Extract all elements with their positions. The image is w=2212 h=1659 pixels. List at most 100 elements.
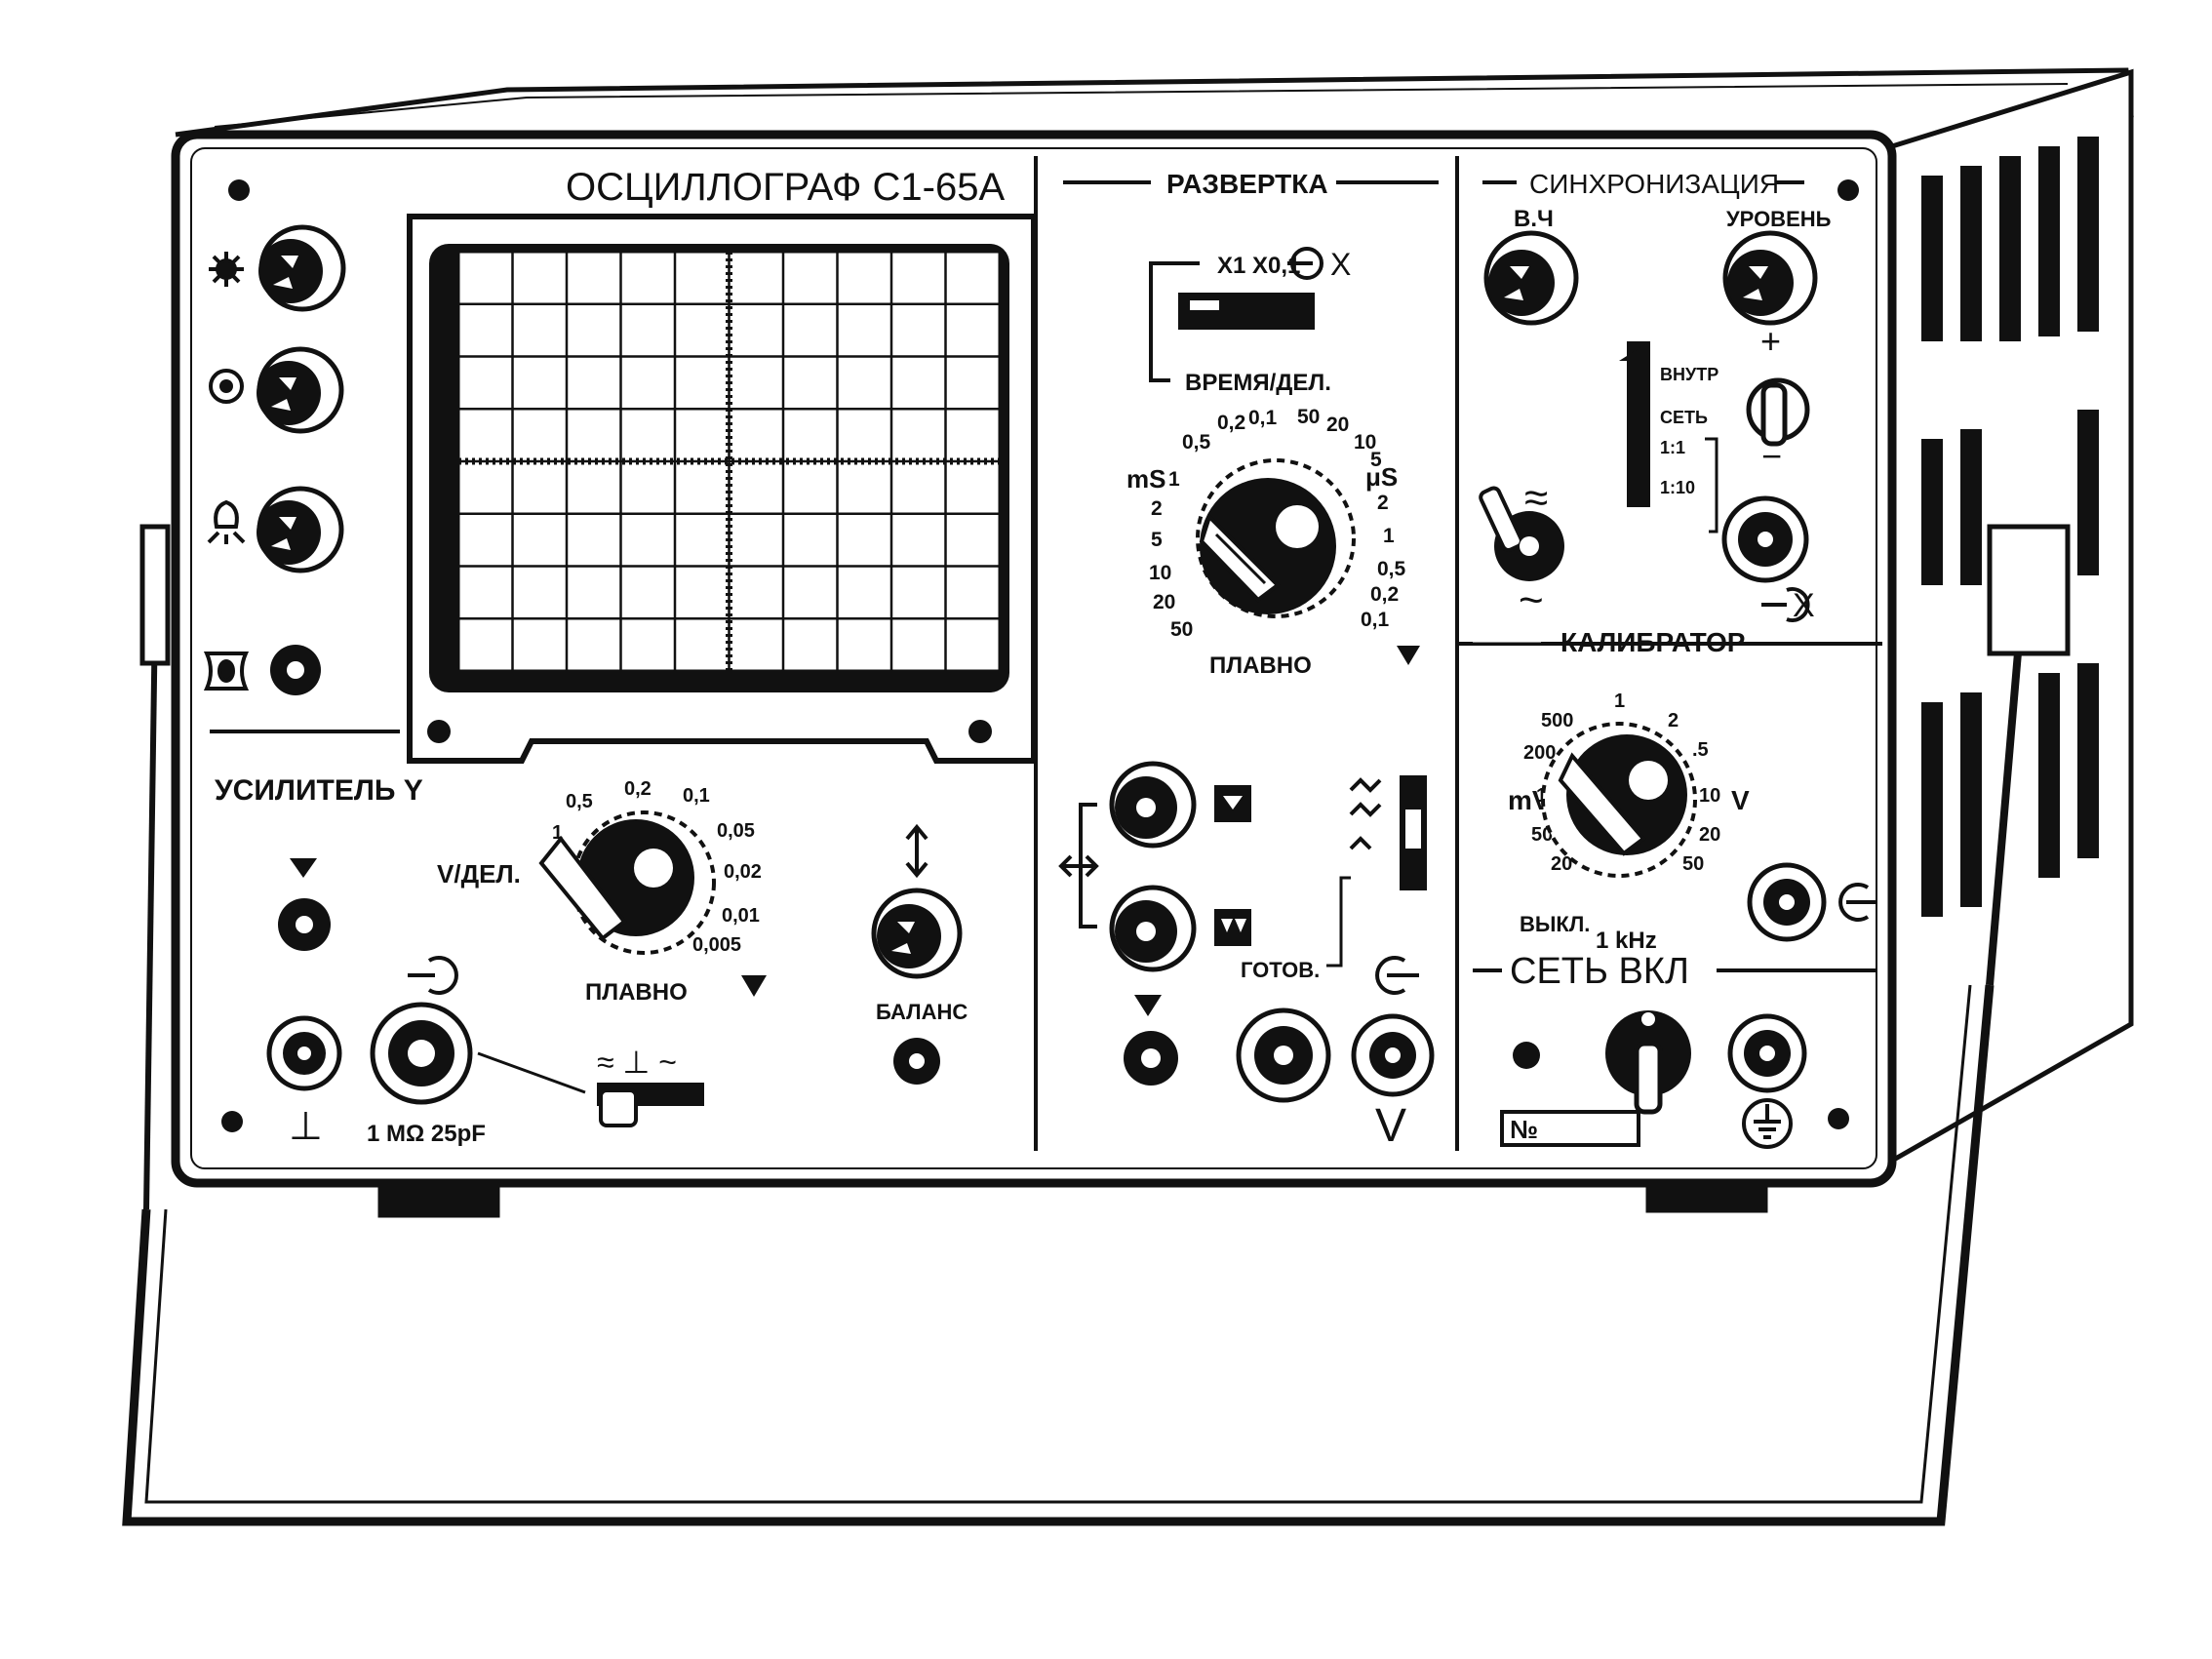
mains-section-title: СЕТЬ ВКЛ [1510, 951, 1689, 992]
sweep-output-label: V [1375, 1100, 1406, 1152]
jack-sweep-output[interactable] [1351, 1013, 1435, 1097]
svg-text:5: 5 [1151, 529, 1163, 551]
knob-sync-hf[interactable] [1483, 230, 1579, 326]
sweep-multiplier-switch[interactable] [1178, 293, 1315, 330]
sync-hf-label: В.Ч [1514, 206, 1554, 232]
time-div-knob[interactable] [1196, 458, 1356, 618]
sweep-mode-symbols [1349, 777, 1382, 850]
calibrator-knob[interactable] [1541, 722, 1697, 878]
time-div-label: ВРЕМЯ/ДЕЛ. [1185, 370, 1331, 396]
knob-focus[interactable] [257, 346, 344, 434]
arrow-down-double-indicator [1214, 909, 1251, 946]
time-unit-us: μS [1365, 462, 1398, 492]
svg-text:50: 50 [1682, 853, 1704, 875]
focus-icon [209, 369, 244, 404]
astigmatism-icon [203, 652, 250, 691]
panel-title: ОСЦИЛЛОГРАФ С1-65А [566, 166, 1005, 209]
y-ground-symbol: ⊥ [289, 1105, 323, 1148]
ground-icon [1742, 1098, 1793, 1149]
illumination-icon [207, 499, 246, 544]
svg-text:0,01: 0,01 [722, 905, 760, 927]
power-toggle[interactable] [1605, 1010, 1691, 1115]
cal-freq-label: 1 kHz [1596, 928, 1657, 954]
svg-text:0,1: 0,1 [1248, 407, 1278, 429]
svg-text:10: 10 [1149, 562, 1171, 584]
jack-sync-ext[interactable] [1721, 495, 1809, 583]
svg-text:.5: .5 [1692, 739, 1709, 761]
brightness-icon [209, 252, 244, 287]
handle-hinge-left [139, 524, 171, 666]
amp-fine-label: ПЛАВНО [585, 979, 688, 1006]
sweep-section-title: РАЗВЕРТКА [1166, 169, 1328, 199]
ready-label: ГОТОВ. [1241, 958, 1320, 982]
sync-ext-input-icon [1761, 587, 1810, 622]
svg-text:0,1: 0,1 [683, 785, 710, 807]
svg-text:20: 20 [1551, 853, 1572, 875]
balance-label: БАЛАНС [876, 1000, 968, 1024]
sync-plus-label: + [1760, 321, 1781, 361]
input-coupling-switch[interactable] [597, 1083, 704, 1127]
jack-calibrator-out[interactable] [1747, 862, 1827, 942]
sync-source-switch[interactable] [1619, 341, 1650, 507]
cal-off-label: ВЫКЛ. [1520, 912, 1590, 936]
svg-text:1:10: 1:10 [1660, 478, 1695, 497]
sweep-stab-marker [1134, 995, 1162, 1016]
svg-text:2: 2 [1668, 710, 1679, 731]
sync-coupling-toggle[interactable] [1479, 486, 1564, 581]
svg-text:0,5: 0,5 [566, 791, 593, 812]
svg-text:500: 500 [1541, 710, 1573, 731]
svg-text:2: 2 [1377, 492, 1389, 514]
sweep-mode-switch[interactable] [1400, 775, 1427, 890]
svg-text:0,005: 0,005 [692, 934, 741, 956]
jack-ground[interactable] [1727, 1013, 1807, 1093]
svg-text:СЕТЬ: СЕТЬ [1660, 408, 1708, 427]
jack-y-input[interactable] [370, 1002, 473, 1105]
svg-text:20: 20 [1153, 591, 1175, 613]
knob-balance[interactable] [893, 1038, 940, 1085]
knob-astigmatism[interactable] [270, 645, 321, 695]
time-unit-ms: mS [1126, 464, 1165, 494]
side-vents [1921, 137, 2099, 917]
jack-y-ground[interactable] [266, 1015, 342, 1091]
sweep-ext-x-label: X [1330, 247, 1351, 282]
knob-brightness[interactable] [258, 224, 346, 312]
svg-text:10: 10 [1354, 431, 1376, 454]
sync-section-title: СИНХРОНИЗАЦИЯ [1529, 169, 1779, 199]
left-controls [203, 252, 250, 691]
knob-x-position-fine[interactable] [1109, 885, 1197, 972]
knob-y-position[interactable] [871, 888, 963, 979]
serial-number-label: № [1510, 1115, 1538, 1144]
jack-sweep-gate[interactable] [1236, 1007, 1331, 1103]
serial-number-plate [1500, 1110, 1640, 1147]
svg-text:50: 50 [1170, 618, 1193, 641]
svg-text:20: 20 [1326, 414, 1349, 436]
sweep-position-bracket [1058, 803, 1099, 928]
knob-illumination[interactable] [257, 486, 344, 573]
vdiv-scale: 1 0,5 0,2 0,1 0,05 0,02 0,01 0,005 [552, 778, 762, 956]
input-icon [408, 956, 458, 995]
knob-y-stability[interactable] [278, 898, 331, 951]
trigger-out-icon [1375, 956, 1419, 995]
y-position-arrow-icon [905, 823, 928, 879]
input-spec-label: 1 MΩ 25pF [367, 1121, 486, 1147]
svg-text:0,2: 0,2 [1370, 583, 1399, 606]
calibrator-section-title: КАЛИБРАТОР [1560, 627, 1745, 657]
vdiv-knob[interactable] [538, 810, 716, 955]
knob-x-position-coarse[interactable] [1109, 761, 1197, 849]
knob-sync-level[interactable] [1722, 230, 1818, 326]
sync-level-label: УРОВЕНЬ [1726, 207, 1832, 231]
svg-text:200: 200 [1523, 742, 1556, 764]
svg-text:1: 1 [1383, 525, 1395, 547]
knob-sweep-stability[interactable] [1124, 1031, 1178, 1086]
svg-text:0,1: 0,1 [1361, 609, 1390, 631]
svg-text:0,2: 0,2 [624, 778, 652, 800]
svg-text:1: 1 [1614, 691, 1625, 712]
sweep-fine-label: ПЛАВНО [1209, 652, 1312, 679]
time-div-scale: mS μS 1 2 5 10 20 50 0,5 0,2 0,1 50 20 1… [1126, 406, 1406, 641]
sync-polarity-toggle[interactable] [1746, 377, 1810, 447]
svg-text:1:1: 1:1 [1660, 438, 1685, 457]
amp-y-section-title: УСИЛИТЕЛЬ Y [215, 774, 423, 807]
panel-screws [221, 179, 1859, 1132]
sync-ext-x-label: X [1793, 587, 1815, 624]
